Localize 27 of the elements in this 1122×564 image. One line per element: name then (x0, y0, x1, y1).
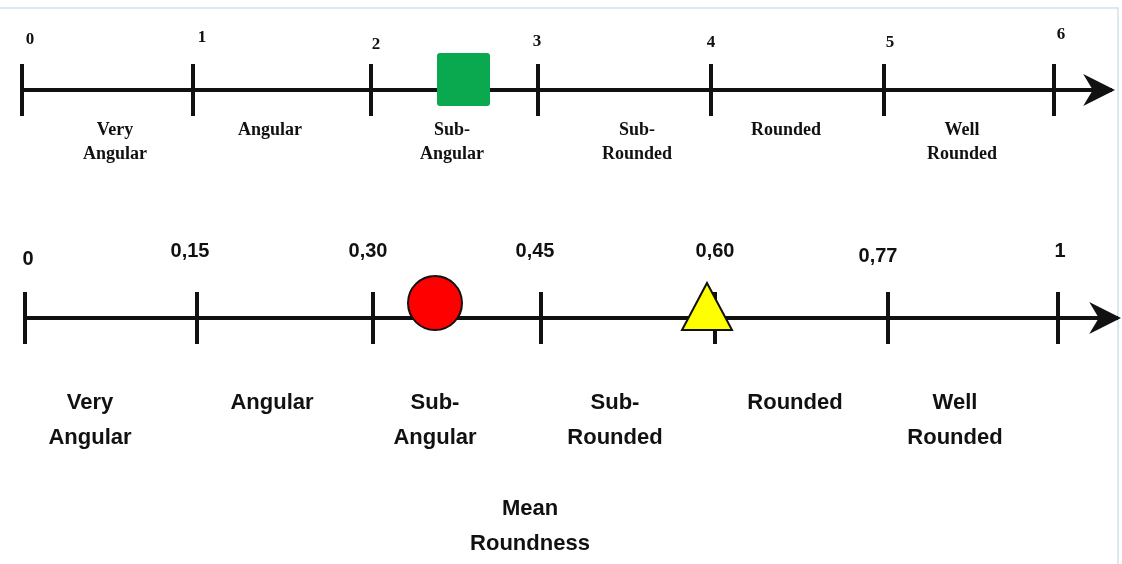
category-label: Angular (230, 388, 314, 416)
category-label: Sub- Angular (393, 388, 477, 452)
category-label: Well Rounded (907, 388, 1003, 452)
category-label: Rounded (751, 118, 821, 141)
category-label: Rounded (747, 388, 843, 416)
tick-label: 0 (25, 28, 35, 50)
tick-label: 4 (706, 31, 716, 53)
category-label: Very Angular (48, 388, 132, 452)
tick-label: 1 (1054, 238, 1066, 263)
tick-label: 0,45 (515, 238, 555, 263)
tick-label: 2 (371, 33, 381, 55)
category-label: Angular (238, 118, 302, 141)
category-label: Sub- Rounded (602, 118, 672, 166)
axis-title: Mean Roundness (470, 494, 590, 558)
tick-label: 0,15 (170, 238, 210, 263)
tick-label: 3 (532, 30, 542, 52)
tick-label: 0 (22, 246, 34, 271)
tick-label: 5 (885, 31, 895, 53)
tick-label: 0,77 (858, 243, 898, 268)
category-label: Sub- Angular (420, 118, 484, 166)
tick-label: 0,60 (695, 238, 735, 263)
tick-label: 6 (1056, 23, 1066, 45)
category-label: Very Angular (83, 118, 147, 166)
tick-label: 1 (197, 26, 207, 48)
tick-label: 0,30 (348, 238, 388, 263)
category-label: Well Rounded (927, 118, 997, 166)
category-label: Sub- Rounded (567, 388, 663, 452)
